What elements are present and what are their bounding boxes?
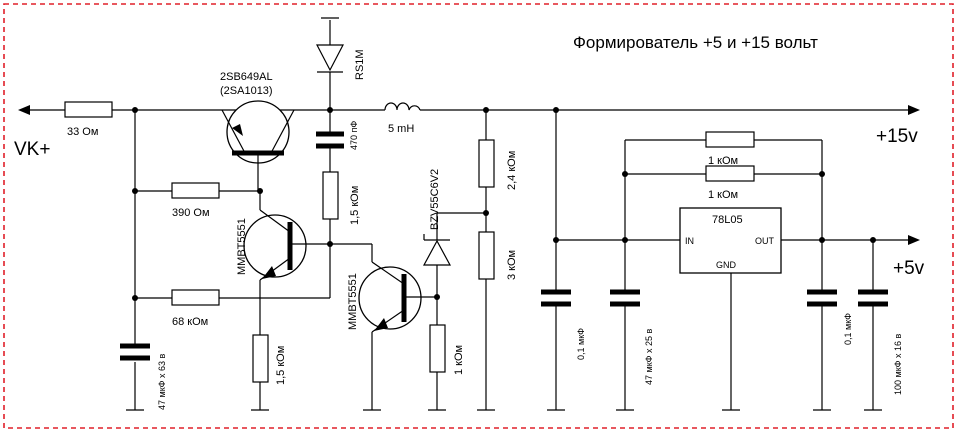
capacitor-input-label: 47 мкФ х 63 в — [157, 354, 167, 410]
port-vk: VK+ — [14, 139, 50, 160]
resistor-par2-label: 1 кОм — [708, 189, 738, 201]
resistor-emitter — [252, 334, 269, 383]
resistor-390-ohm-label: 390 Ом — [172, 207, 210, 219]
regulator-pin-out: OUT — [755, 236, 775, 246]
resistor-33-ohm-label: 33 Ом — [67, 126, 98, 138]
arrow-left-icon — [18, 105, 30, 115]
resistor-33-ohm — [64, 101, 113, 118]
regulator-pin-gnd: GND — [716, 260, 737, 270]
inductor-label: 5 mH — [388, 123, 414, 135]
resistor-emitter-label: 1,5 кОм — [275, 346, 287, 385]
resistor-div-bot-label: 3 кОм — [506, 250, 518, 280]
capacitor-out5a — [807, 289, 837, 307]
resistor-par1-label: 1 кОм — [708, 155, 738, 167]
resistor-div-top-label: 2,4 кОм — [506, 151, 518, 190]
capacitor-input — [120, 343, 150, 361]
capacitor-470pf-label: 470 пФ — [349, 121, 359, 150]
transistor-npn1 — [243, 209, 330, 281]
resistor-div-top — [478, 139, 495, 188]
capacitor-out5b-label: 100 мкФ х 16 в — [893, 334, 903, 395]
transistor-pnp-alt: (2SA1013) — [220, 85, 273, 97]
resistor-68k — [171, 289, 220, 306]
resistor-div-bot — [478, 231, 495, 280]
capacitor-out5b — [858, 289, 888, 307]
resistor-par2 — [705, 165, 755, 182]
zener-diode-label: BZV55C6V2 — [429, 169, 441, 230]
resistor-zener-label: 1 кОм — [453, 345, 465, 375]
arrow-right-icon — [908, 105, 920, 115]
regulator-78l05 — [679, 207, 782, 274]
resistor-base — [322, 171, 339, 220]
port-15v: +15v — [876, 126, 918, 147]
arrow-5v-icon — [908, 235, 920, 245]
resistor-390-ohm — [171, 182, 220, 199]
capacitor-470pf — [316, 131, 344, 149]
diagram-title: Формирователь +5 и +15 вольт — [573, 33, 818, 52]
transistor-pnp-main — [221, 100, 295, 191]
regulator-pin-in: IN — [685, 236, 694, 246]
transistor-pnp-name: 2SB649AL — [220, 71, 273, 83]
resistor-par1 — [705, 131, 755, 148]
capacitor-out5a-label: 0,1 мкФ — [843, 313, 853, 345]
dashed-border — [3, 3, 954, 429]
resistor-zener — [429, 324, 446, 373]
port-5v: +5v — [893, 258, 925, 279]
transistor-npn1-label: MMBT5551 — [236, 218, 248, 275]
capacitor-out15-label: 0,1 мкФ — [576, 328, 586, 360]
resistor-68k-label: 68 кОм — [172, 316, 208, 328]
capacitor-reg-in-label: 47 мкФ х 25 в — [644, 329, 654, 385]
inductor — [384, 102, 421, 111]
transistor-npn2-label: MMBT5551 — [347, 273, 359, 330]
diode-rs1m-label: RS1M — [354, 49, 366, 80]
capacitor-out15 — [541, 289, 571, 307]
transistor-npn2 — [358, 261, 437, 333]
diode-rs1m — [316, 44, 344, 73]
capacitor-reg-in — [610, 289, 640, 307]
regulator-name: 78L05 — [712, 214, 743, 226]
resistor-base-label: 1,5 кОм — [349, 186, 361, 225]
